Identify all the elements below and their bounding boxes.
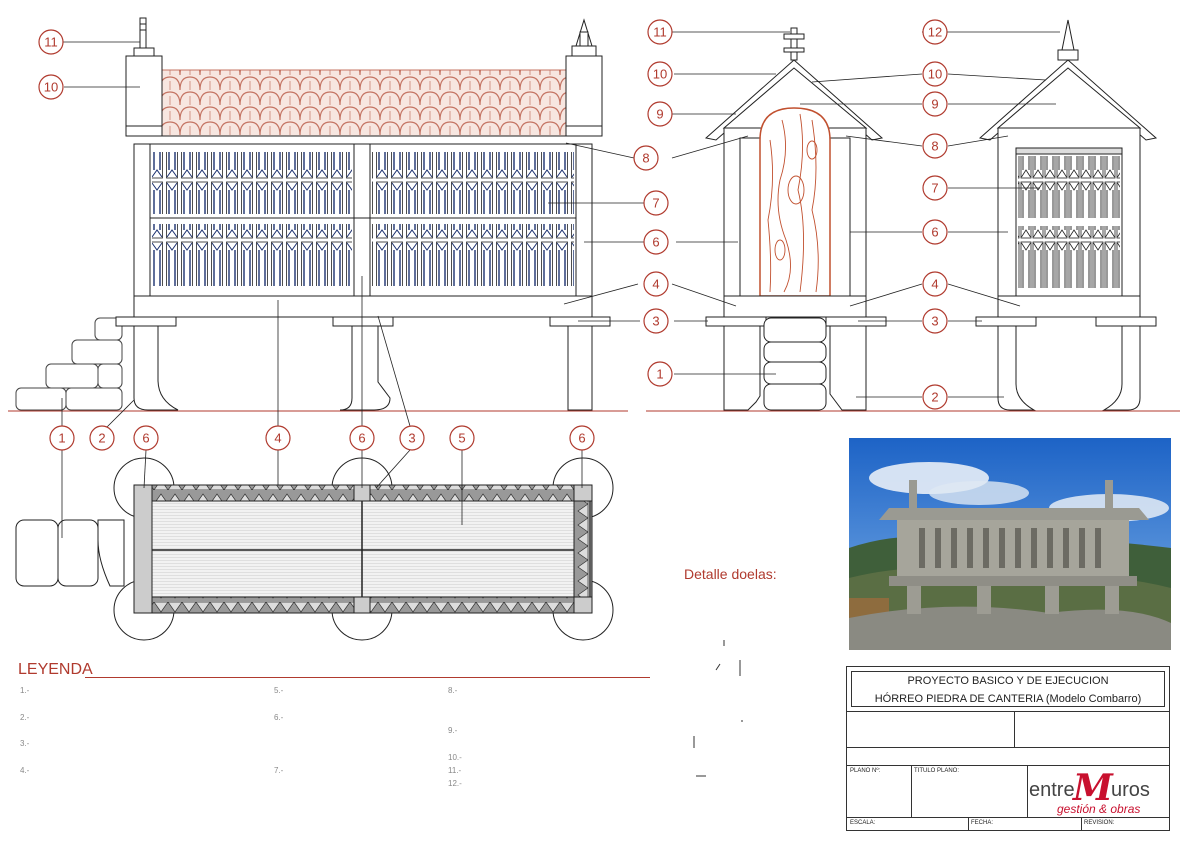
front-elevation xyxy=(15,17,611,411)
svg-text:4: 4 xyxy=(652,277,659,292)
legend-item: 10.- xyxy=(448,753,462,762)
plan-view xyxy=(15,457,614,641)
svg-text:4: 4 xyxy=(274,431,281,446)
svg-text:6: 6 xyxy=(358,431,365,446)
logo-tagline: gestión & obras xyxy=(1057,802,1141,816)
svg-text:6: 6 xyxy=(578,431,585,446)
svg-text:9: 9 xyxy=(656,107,663,122)
legend-item: 2.- xyxy=(20,713,30,722)
svg-text:7: 7 xyxy=(931,181,938,196)
svg-text:8: 8 xyxy=(642,151,649,166)
horreo-photo xyxy=(849,438,1171,650)
logo-text-uros: uros xyxy=(1111,779,1150,801)
legend-item: 3.- xyxy=(20,739,30,748)
svg-text:3: 3 xyxy=(408,431,415,446)
svg-text:3: 3 xyxy=(931,314,938,329)
svg-text:3: 3 xyxy=(652,314,659,329)
legend-item: 4.- xyxy=(20,766,30,775)
revision-label: REVISION: xyxy=(1084,820,1115,826)
side-elevation-back xyxy=(975,19,1158,411)
svg-text:9: 9 xyxy=(931,97,938,112)
svg-text:10: 10 xyxy=(44,80,58,95)
logo-text-m: M xyxy=(1073,767,1113,809)
callout-circles xyxy=(38,19,948,451)
entremuros-logo: entre M uros gestión & obras xyxy=(1029,767,1169,816)
escala-label: ESCALA: xyxy=(850,820,876,826)
svg-text:10: 10 xyxy=(928,67,942,82)
svg-text:1: 1 xyxy=(58,431,65,446)
stone-steps xyxy=(15,317,123,411)
svg-text:10: 10 xyxy=(653,67,667,82)
legend-item: 11.- xyxy=(448,766,462,775)
svg-text:6: 6 xyxy=(931,225,938,240)
legend-item: 6.- xyxy=(274,713,284,722)
svg-text:5: 5 xyxy=(458,431,465,446)
svg-text:6: 6 xyxy=(142,431,149,446)
callout-numbers: 11 10 8 7 6 4 3 11 10 9 1 12 10 9 8 7 6 … xyxy=(44,25,942,446)
legend-item: 8.- xyxy=(448,686,458,695)
svg-text:6: 6 xyxy=(652,235,659,250)
titulo-label: TITULO PLANO: xyxy=(914,768,960,774)
legend-item: 12.- xyxy=(448,779,462,788)
project-subtitle: HÓRREO PIEDRA DE CANTERIA (Modelo Combar… xyxy=(874,693,1142,705)
svg-text:7: 7 xyxy=(652,196,659,211)
legend-divider xyxy=(85,677,650,678)
svg-text:12: 12 xyxy=(928,25,942,40)
legend-item: 1.- xyxy=(20,686,30,695)
legend-title: LEYENDA xyxy=(18,661,93,678)
legend-item: 5.- xyxy=(274,686,284,695)
detail-doelas-caption: Detalle doelas: xyxy=(684,566,777,582)
svg-text:1: 1 xyxy=(656,367,663,382)
svg-text:8: 8 xyxy=(931,139,938,154)
svg-text:2: 2 xyxy=(931,390,938,405)
plano-label: PLANO Nº: xyxy=(850,768,881,774)
svg-text:4: 4 xyxy=(931,277,938,292)
detail-doelas-marks xyxy=(693,640,743,777)
side-elevation-door xyxy=(704,27,887,411)
project-title: PROYECTO BASICO Y DE EJECUCION xyxy=(907,675,1109,687)
logo-text-entre: entre xyxy=(1029,779,1075,801)
fecha-label: FECHA: xyxy=(971,820,994,826)
svg-text:11: 11 xyxy=(653,25,667,40)
legend-item: 7.- xyxy=(274,766,284,775)
legend-item: 9.- xyxy=(448,726,458,735)
svg-text:2: 2 xyxy=(98,431,105,446)
title-block: PROYECTO BASICO Y DE EJECUCION HÓRREO PI… xyxy=(846,666,1170,831)
svg-text:11: 11 xyxy=(44,35,58,50)
